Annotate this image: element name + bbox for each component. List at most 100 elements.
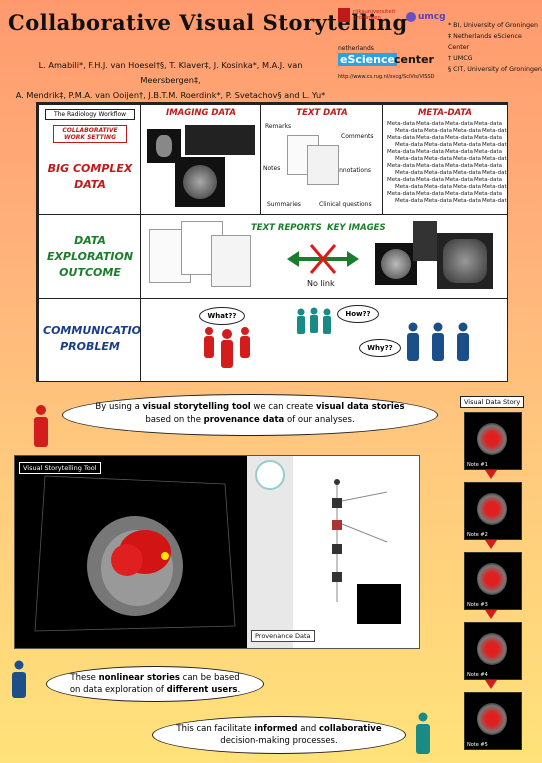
poster-url[interactable]: http://www.cs.rug.nl/svcg/SciVis/VISSD: [338, 74, 435, 80]
story-note-frame[interactable]: Note #1: [464, 412, 522, 470]
chest-xray-image: [437, 233, 493, 289]
metadata-word: Meta-data: [387, 121, 416, 127]
metadata-word: Meta-data: [482, 156, 508, 162]
story-note-frame[interactable]: Note #4: [464, 622, 522, 680]
escience-center: center: [394, 53, 434, 66]
metadata-word: Meta-data: [387, 191, 416, 197]
metadata-word: Meta-data: [482, 142, 508, 148]
row3-label-cell: COMMUNICATION PROBLEM: [38, 298, 142, 382]
metadata-word: Meta-data: [453, 128, 482, 134]
statement-3-bubble: This can facilitate informed and collabo…: [152, 716, 406, 754]
metadata-word: Meta-data: [482, 198, 508, 204]
metadata-word: Meta-data: [482, 128, 508, 134]
story-note-label: Note #4: [467, 672, 488, 678]
affiliations: * BI, University of Groningen ‡ Netherla…: [448, 22, 542, 73]
collab-label: COLLABORATIVE WORK SETTING: [53, 125, 127, 143]
down-arrow-icon: [485, 470, 497, 479]
brain-thumbnail: [477, 493, 507, 525]
label-comments: Comments: [341, 133, 374, 140]
statement-1-bubble: By using a visual storytelling tool we c…: [62, 394, 438, 436]
metadata-word: Meta-data: [416, 149, 445, 155]
metadata-word: Meta-data: [395, 156, 424, 162]
workflow-grid: The Radiology Workflow COLLABORATIVE WOR…: [36, 102, 508, 382]
metadata-word: Meta-data: [445, 149, 474, 155]
provenance-tree[interactable]: [297, 462, 417, 622]
metadata-word: Meta-data: [445, 163, 474, 169]
metadata-word: Meta-data: [445, 121, 474, 127]
escience-pre: netherlands: [338, 45, 374, 52]
metadata-word: Meta-data: [395, 170, 424, 176]
col-header-imaging: IMAGING DATA: [166, 108, 236, 118]
label-clinical-questions: Clinical questions: [319, 201, 372, 208]
escience-logo: eScience: [338, 53, 397, 66]
metadata-word: Meta-data: [387, 135, 416, 141]
teal-person-icon: [416, 712, 430, 754]
metadata-word: Meta-data: [395, 198, 424, 204]
story-note-frame[interactable]: Note #2: [464, 482, 522, 540]
metadata-word: Meta-data: [453, 142, 482, 148]
ct-grid-thumbnail: [185, 125, 255, 155]
mri-head-thumbnail: [175, 157, 225, 207]
metadata-word: Meta-data: [424, 170, 453, 176]
story-note-frame[interactable]: Note #3: [464, 552, 522, 610]
metadata-word: Meta-data: [474, 177, 503, 183]
metadata-word: Meta-data: [482, 184, 508, 190]
down-arrow-icon: [485, 680, 497, 689]
provenance-thumbnail[interactable]: [357, 584, 401, 624]
metadata-word: Meta-data: [416, 121, 445, 127]
story-note-label: Note #3: [467, 602, 488, 608]
provenance-panel: Provenance Data: [247, 456, 419, 648]
col-header-metadata: META-DATA: [417, 108, 473, 118]
metadata-word: Meta-data: [424, 198, 453, 204]
metadata-word: Meta-data: [424, 156, 453, 162]
label-annotations: Annotations: [335, 167, 372, 174]
story-label: Visual Data Story: [460, 396, 525, 408]
no-link-arrow-icon: [287, 244, 359, 274]
storytelling-tool-panel: Visual Storytelling Tool Provenance Data: [14, 455, 420, 649]
row1-label: BIG COMPLEX DATA: [47, 162, 133, 191]
umcg-logo-text: umcg: [418, 12, 446, 22]
metadata-word: Meta-data: [453, 184, 482, 190]
metadata-word: Meta-data: [395, 142, 424, 148]
text-data-cell: TEXT DATA Remarks Comments Notes Annotat…: [260, 104, 384, 216]
metadata-word: Meta-data: [395, 184, 424, 190]
brain-thumbnail: [477, 423, 507, 455]
blue-people-icon: [407, 322, 469, 361]
metadata-word: Meta-data: [453, 170, 482, 176]
what-bubble: What??: [199, 307, 245, 325]
metadata-word: Meta-data: [482, 170, 508, 176]
metadata-word: Meta-data: [474, 163, 503, 169]
story-note-label: Note #1: [467, 462, 488, 468]
col-header-text: TEXT DATA: [296, 108, 348, 118]
imaging-data-cell: IMAGING DATA: [140, 104, 262, 216]
avatar-icon[interactable]: [255, 460, 285, 490]
tool-label: Visual Storytelling Tool: [19, 462, 101, 474]
authors-line-1: L. Amabili*, F.H.J. van Hoesel†§, T. Kla…: [38, 60, 303, 85]
row2-label-cell: DATA EXPLORATION OUTCOME: [38, 214, 142, 300]
metadata-word: Meta-data: [387, 177, 416, 183]
brain-thumbnail: [477, 703, 507, 735]
metadata-word: Meta-data: [416, 191, 445, 197]
metadata-word: Meta-data: [424, 142, 453, 148]
label-notes: Notes: [263, 165, 281, 172]
provenance-label: Provenance Data: [251, 630, 315, 642]
brain-render-view[interactable]: [15, 456, 247, 646]
down-arrow-icon: [485, 610, 497, 619]
story-note-frame[interactable]: Note #5: [464, 692, 522, 750]
red-person-icon: [34, 405, 48, 447]
red-people-icon: [204, 327, 250, 368]
down-arrow-icon: [485, 540, 497, 549]
ct-brain-image: [375, 243, 417, 285]
label-summaries: Summaries: [267, 201, 301, 208]
metadata-word: Meta-data: [424, 184, 453, 190]
label-remarks: Remarks: [265, 123, 292, 130]
metadata-word: Meta-data: [453, 156, 482, 162]
hand-xray-image: [413, 221, 437, 261]
blue-person-icon: [12, 660, 26, 698]
rug-logo-icon: [338, 8, 350, 22]
teal-people-icon: [297, 307, 331, 334]
text-reports-label: TEXT REPORTS: [251, 223, 322, 233]
metadata-word: Meta-data: [474, 149, 503, 155]
